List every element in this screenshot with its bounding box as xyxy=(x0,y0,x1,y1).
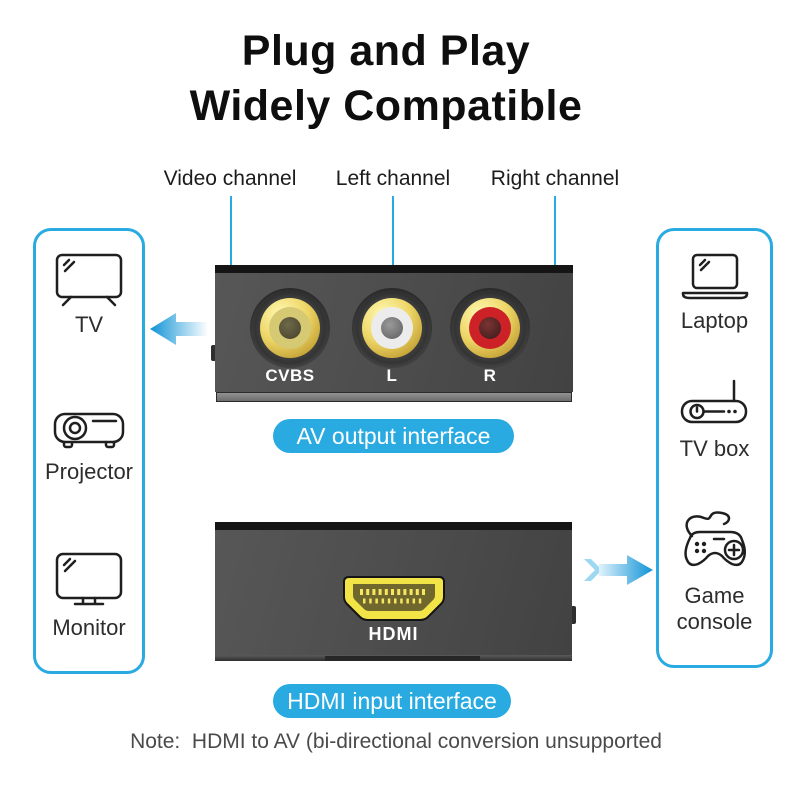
laptop-label: Laptop xyxy=(680,308,749,333)
right-socket-hole xyxy=(479,317,501,339)
audio-right-jack xyxy=(450,288,530,368)
output-devices-panel: TV Projector Mon xyxy=(33,228,145,674)
left-insulator-ring xyxy=(371,307,413,349)
cvbs-label: CVBS xyxy=(265,366,315,385)
left-callout-line xyxy=(392,196,394,328)
panel-item-game-console: Game console xyxy=(665,506,765,635)
audio-right-label: R xyxy=(483,366,497,385)
cvbs-socket-hole xyxy=(279,317,301,339)
video-channel-label: Video channel xyxy=(163,167,297,190)
tv-label: TV xyxy=(74,312,104,337)
panel-item-tv-box: TV box xyxy=(679,379,750,462)
panel-item-monitor: Monitor xyxy=(52,552,126,641)
hdmi-converter-front: HDMI xyxy=(215,522,576,661)
av-output-caption: AV output interface xyxy=(273,419,514,453)
tv-box-icon xyxy=(680,379,748,431)
left-socket-hole xyxy=(381,317,403,339)
audio-left-label: L xyxy=(386,366,398,385)
tv-icon xyxy=(55,253,123,307)
projector-icon xyxy=(53,406,125,454)
left-channel-label: Left channel xyxy=(335,167,451,190)
panel-item-laptop: Laptop xyxy=(681,253,749,334)
panel-item-tv: TV xyxy=(55,253,123,338)
hdmi-port-label: HDMI xyxy=(368,624,419,644)
hdmi-device-side-button xyxy=(572,606,576,624)
hdmi-port-icon xyxy=(343,576,445,621)
monitor-label: Monitor xyxy=(52,615,126,640)
av-converter-front: CVBS L R xyxy=(211,265,573,402)
game-console-label: Game console xyxy=(676,583,753,634)
right-callout-line xyxy=(554,196,556,328)
cvbs-insulator-ring xyxy=(269,307,311,349)
audio-left-jack xyxy=(352,288,432,368)
cvbs-gold-ring xyxy=(260,298,320,358)
page-title: Plug and Play Widely Compatible xyxy=(0,24,772,134)
footnote: Note: HDMI to AV (bi-directional convers… xyxy=(130,730,662,753)
hdmi-input-caption: HDMI input interface xyxy=(273,684,511,718)
input-devices-panel: Laptop TV box xyxy=(656,228,773,668)
arrow-left-icon xyxy=(150,313,208,345)
right-gold-ring xyxy=(460,298,520,358)
title-line-2: Widely Compatible xyxy=(189,82,583,130)
arrow-right-icon xyxy=(584,555,653,585)
av-device-bottom-edge xyxy=(216,392,572,402)
title-line-1: Plug and Play xyxy=(241,27,531,75)
projector-label: Projector xyxy=(44,458,134,484)
right-channel-label: Right channel xyxy=(490,167,620,190)
laptop-icon xyxy=(681,253,749,303)
monitor-icon xyxy=(55,552,123,610)
tv-box-label: TV box xyxy=(679,435,750,461)
right-insulator-ring xyxy=(469,307,511,349)
hdmi-device-foot xyxy=(325,656,480,661)
game-console-icon xyxy=(676,506,754,578)
left-gold-ring xyxy=(362,298,422,358)
panel-item-projector: Projector xyxy=(45,406,133,485)
av-device-side-button xyxy=(211,345,215,361)
video-callout-line xyxy=(230,196,232,328)
cvbs-jack xyxy=(250,288,330,368)
